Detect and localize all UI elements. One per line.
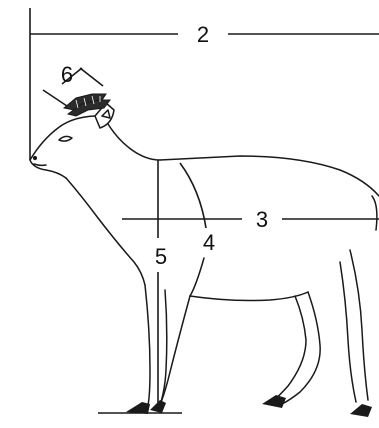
front-leg-far-back [189,257,205,297]
ear-inner [101,109,111,119]
front-leg-near-back [159,289,168,406]
hooves [126,395,372,417]
head-top [29,115,96,161]
label-5: 5 [155,244,167,269]
hoof-hind-near [262,395,286,408]
label-4: 4 [203,230,215,255]
eye [58,135,73,142]
hoof-hind-far [350,404,372,417]
back [159,155,379,197]
horn-line-6b [79,67,104,87]
horns [62,93,111,117]
hoof-front-far [150,400,166,413]
hind-leg-far [349,249,369,401]
mouth [33,163,47,167]
hind-leg-near-front [271,295,307,403]
rump [371,195,378,231]
horn-right [66,99,111,117]
horn-line-6 [42,89,71,109]
throat [65,177,146,286]
measurement-lines [29,8,379,414]
muzzle [29,159,67,179]
neck-back [107,123,161,161]
hoof-front-near [126,402,150,414]
label-2: 2 [197,22,209,47]
ear [94,102,115,129]
label-6: 6 [61,62,73,87]
antelope-outline [29,102,379,406]
front-leg-far [159,295,191,406]
belly [189,291,309,302]
chest-line-4 [179,162,207,229]
front-leg-near [144,284,151,406]
horn-ridges [75,95,101,109]
hind-leg-near [281,291,321,405]
label-3: 3 [256,207,268,232]
horn-line-6c [61,67,83,85]
nostril [32,155,38,161]
hind-leg-far-front [339,261,357,403]
